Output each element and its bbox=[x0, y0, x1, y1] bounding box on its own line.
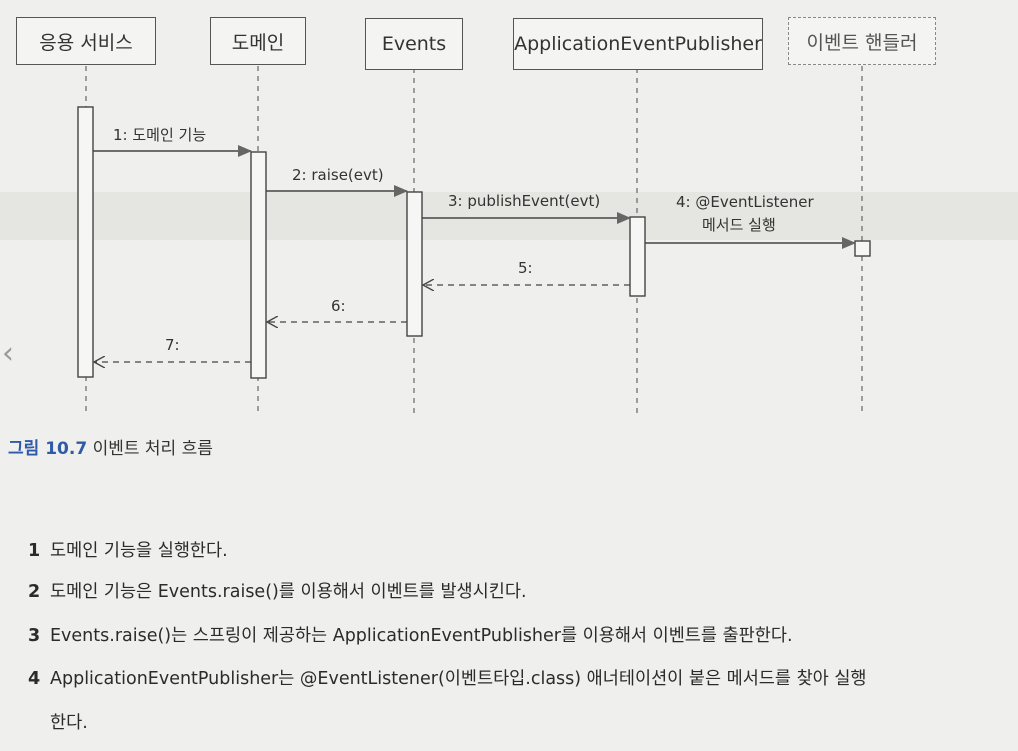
step-3: 3 Events.raise()는 스프링이 제공하는 ApplicationEv… bbox=[28, 622, 793, 647]
message-3-label: 3: publishEvent(evt) bbox=[448, 192, 601, 210]
message-5-label: 5: bbox=[518, 259, 533, 277]
diagram-lines bbox=[77, 66, 871, 415]
step-4: 4 ApplicationEventPublisher는 @EventListen… bbox=[28, 665, 867, 690]
step-1: 1 도메인 기능을 실행한다. bbox=[28, 537, 228, 562]
participant-service: 응용 서비스 bbox=[16, 17, 156, 65]
page-back-chevron-icon: ‹ bbox=[2, 336, 14, 371]
message-4-label-line1: 4: @EventListener bbox=[676, 193, 814, 211]
step-number: 3 bbox=[28, 626, 41, 646]
step-text: Events.raise()는 스프링이 제공하는 ApplicationEve… bbox=[50, 626, 793, 646]
participant-handler: 이벤트 핸들러 bbox=[788, 17, 936, 65]
figure-number: 그림 10.7 bbox=[8, 439, 88, 459]
activation-service bbox=[77, 106, 94, 378]
participant-publisher: ApplicationEventPublisher bbox=[513, 18, 763, 70]
participant-events: Events bbox=[365, 18, 463, 70]
message-4-label-line2: 메서드 실행 bbox=[702, 216, 776, 234]
step-text: 도메인 기능을 실행한다. bbox=[50, 541, 228, 561]
activation-handler bbox=[854, 240, 871, 257]
figure-title: 이벤트 처리 흐름 bbox=[92, 439, 213, 459]
step-4-continuation: 한다. bbox=[50, 713, 88, 733]
message-6-label: 6: bbox=[331, 297, 346, 315]
sequence-diagram: 응용 서비스 도메인 Events ApplicationEventPublis… bbox=[16, 17, 936, 415]
message-1-label: 1: 도메인 기능 bbox=[113, 126, 207, 144]
step-number: 2 bbox=[28, 582, 41, 602]
participant-domain: 도메인 bbox=[210, 17, 306, 65]
step-2: 2 도메인 기능은 Events.raise()를 이용해서 이벤트를 발생시킨다… bbox=[28, 578, 527, 603]
activation-publisher bbox=[629, 216, 646, 297]
figure-caption: 그림 10.7 이벤트 처리 흐름 bbox=[8, 434, 213, 459]
message-2-label: 2: raise(evt) bbox=[292, 166, 384, 184]
step-text: 도메인 기능은 Events.raise()를 이용해서 이벤트를 발생시킨다. bbox=[50, 582, 527, 602]
message-7-label: 7: bbox=[165, 336, 180, 354]
step-number: 4 bbox=[28, 669, 41, 689]
step-number: 1 bbox=[28, 541, 41, 561]
activation-events bbox=[406, 191, 423, 337]
step-text: ApplicationEventPublisher는 @EventListene… bbox=[50, 669, 867, 689]
activation-domain bbox=[250, 151, 267, 379]
